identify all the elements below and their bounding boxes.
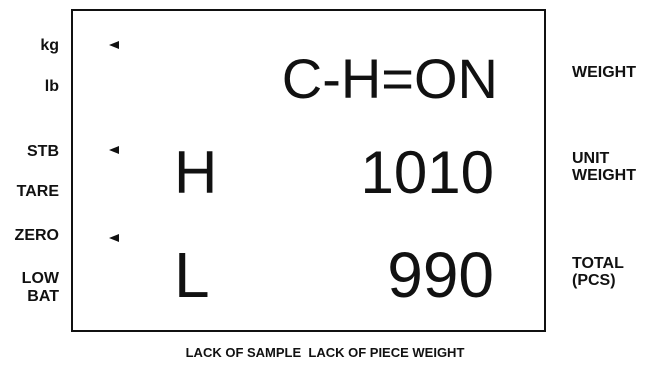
total-line1: TOTAL xyxy=(572,255,624,272)
total-line2: (PCS) xyxy=(572,272,616,289)
unit-weight-mode: H xyxy=(174,139,218,206)
kg-pointer-icon xyxy=(109,41,119,49)
kg-indicator-label: kg xyxy=(40,37,59,54)
weight-readout: C-H=ON xyxy=(281,47,498,110)
stb-pointer-icon xyxy=(109,146,119,154)
stb-indicator-label: STB xyxy=(27,143,59,160)
zero-pointer-icon xyxy=(109,234,119,242)
unit-weight-line1: UNIT xyxy=(572,150,610,167)
low-bat-line1: LOW xyxy=(21,270,59,287)
total-readout: 990 xyxy=(387,239,494,311)
lb-indicator-label: lb xyxy=(44,78,59,95)
unit-weight-label: UNIT WEIGHT xyxy=(572,150,636,184)
unit-weight-line2: WEIGHT xyxy=(572,167,636,184)
weight-label: WEIGHT xyxy=(572,64,636,81)
total-pcs-label: TOTAL (PCS) xyxy=(572,255,624,289)
lcd-display: C-H=ON H 1010 L 990 xyxy=(71,9,546,332)
low-bat-line2: BAT xyxy=(27,288,59,305)
tare-indicator-label: TARE xyxy=(16,183,59,200)
low-bat-indicator-label: LOW BAT xyxy=(22,270,59,306)
zero-indicator-label: ZERO xyxy=(14,227,59,244)
lack-of-sample-note: LACK OF SAMPLE LACK OF PIECE WEIGHT xyxy=(185,345,465,360)
unit-weight-readout: 1010 xyxy=(360,139,494,206)
total-mode: L xyxy=(174,239,210,311)
